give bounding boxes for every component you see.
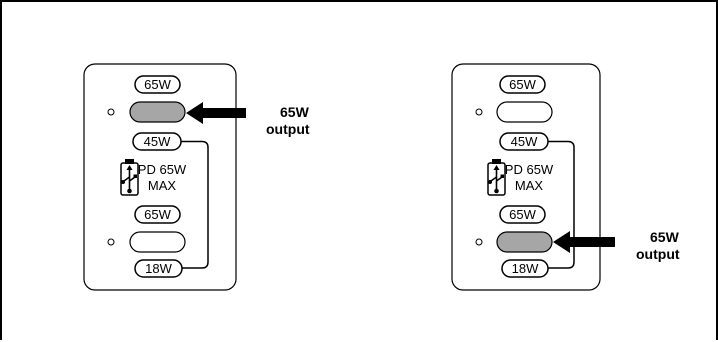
port-label-bottom-left: 18W [145, 261, 172, 276]
shared-power-bracket-left [181, 140, 209, 269]
usb-c-port-upper-left [129, 101, 186, 123]
port-label-pill-top-left [134, 75, 181, 94]
port-label-lower-right: 65W [509, 207, 536, 222]
indicator-led-upper-left [107, 108, 115, 116]
panel-left: 65W 45W PD 65W MAX 65W [83, 63, 310, 291]
output-arrow-left [186, 102, 246, 124]
wall-plate-right [451, 63, 601, 291]
port-label-middle-right: 45W [511, 134, 538, 149]
port-label-pill-bottom-left [134, 259, 183, 278]
usb-c-port-upper-right [496, 101, 553, 123]
port-label-pill-lower-left [134, 205, 181, 224]
indicator-led-lower-right [475, 238, 483, 246]
pd-max-line2-right: MAX [515, 178, 544, 193]
callout-line1-right: 65W [650, 229, 680, 245]
output-arrow-right [553, 231, 615, 253]
port-label-top-right: 65W [509, 77, 536, 92]
port-label-top-left: 65W [144, 77, 171, 92]
pd-max-line1-right: PD 65W [505, 162, 554, 177]
callout-line2-right: output [636, 246, 680, 262]
port-label-middle-left: 45W [144, 134, 171, 149]
port-label-bottom-right: 18W [512, 261, 539, 276]
port-label-pill-lower-right [499, 205, 546, 224]
port-label-pill-top-right [499, 75, 546, 94]
shared-power-bracket-right [548, 140, 575, 269]
indicator-led-upper-right [475, 108, 483, 116]
wall-plate-left [83, 63, 237, 291]
port-label-lower-left: 65W [144, 207, 171, 222]
callout-line1-left: 65W [280, 104, 310, 120]
usb-c-port-lower-left [129, 231, 186, 253]
usb-c-port-lower-right [496, 231, 553, 253]
port-label-pill-bottom-right [501, 259, 549, 278]
pd-max-line1-left: PD 65W [138, 162, 187, 177]
panel-right: 65W 45W PD 65W MAX 65W 18W 65W output [451, 63, 680, 291]
usb-charger-icon [487, 159, 506, 196]
indicator-led-lower-left [107, 238, 115, 246]
pd-max-line2-left: MAX [148, 178, 177, 193]
callout-line2-left: output [266, 121, 310, 137]
usb-charger-icon [120, 159, 139, 196]
